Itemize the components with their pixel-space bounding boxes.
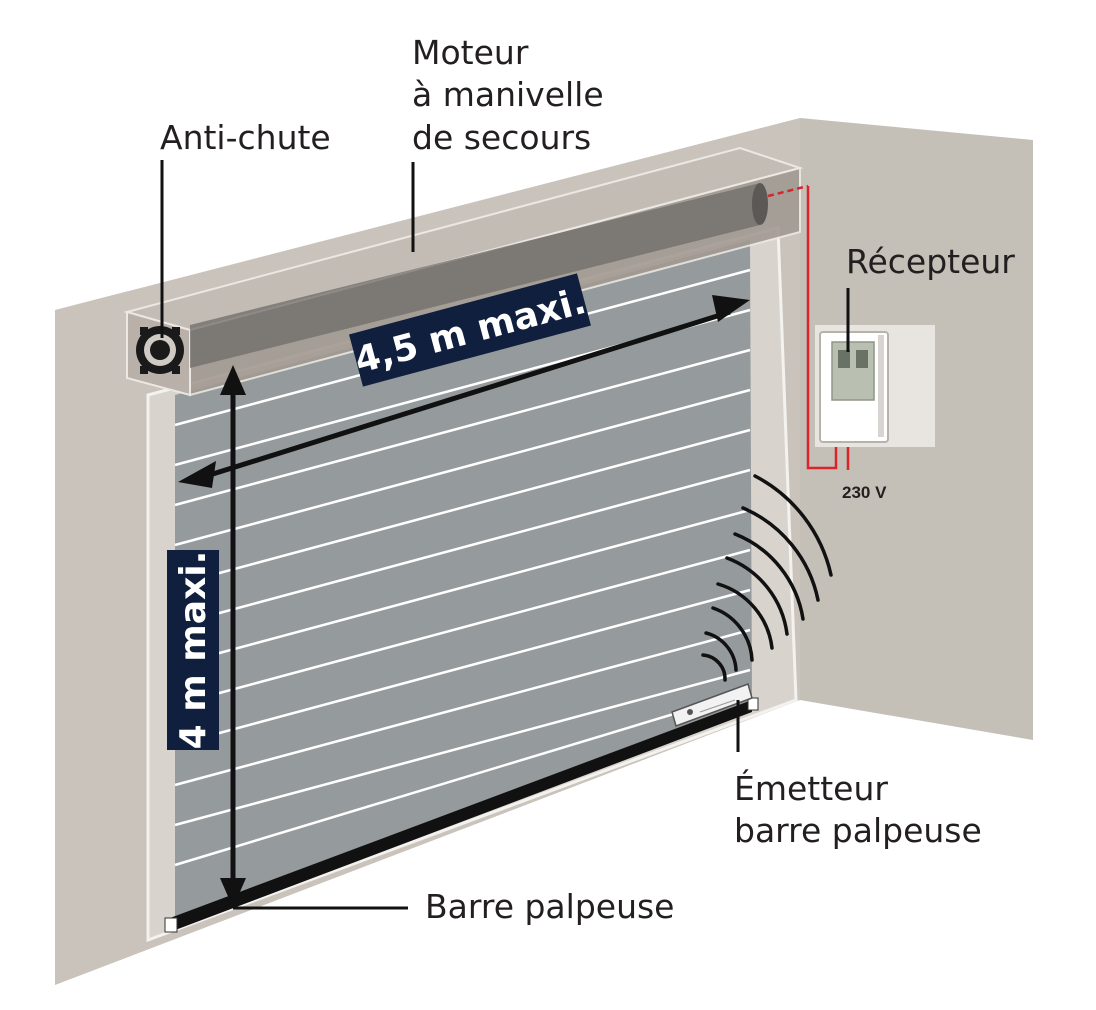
safety-edge-end-right xyxy=(747,697,759,711)
anti-fall-device xyxy=(136,326,184,374)
width-dimension-arrow xyxy=(178,295,750,488)
safety-edge-label: Barre palpeuse xyxy=(425,887,674,926)
motor-label-line1: Moteur xyxy=(412,33,529,72)
wire-dashed xyxy=(767,184,809,198)
transmitter-device xyxy=(671,683,753,727)
wire-to-receiver xyxy=(806,186,838,470)
door-curtain xyxy=(175,240,752,925)
anti-fall-label: Anti-chute xyxy=(160,118,331,157)
motor-tube xyxy=(190,183,760,368)
receiver-label: Récepteur xyxy=(846,242,1015,281)
receiver-box xyxy=(815,325,935,447)
transmitter-label-line1: Émetteur xyxy=(734,768,888,808)
leader-lines xyxy=(160,160,850,910)
radio-waves xyxy=(701,474,833,682)
voltage-label: 230 V xyxy=(842,483,887,502)
height-label-bg xyxy=(167,550,219,750)
height-dimension-arrow xyxy=(220,365,246,908)
motor-label-line3: de secours xyxy=(412,118,591,157)
width-label-bg xyxy=(349,273,591,387)
motor-label-line2: à manivelle xyxy=(412,75,604,114)
transmitter-label-line2: barre palpeuse xyxy=(734,811,982,850)
safety-edge-bar xyxy=(170,700,752,932)
slat-lines xyxy=(174,268,751,867)
motor-tube-end xyxy=(752,183,768,225)
safety-edge-end-left xyxy=(164,917,178,933)
height-label: 4 m maxi. xyxy=(173,551,214,750)
